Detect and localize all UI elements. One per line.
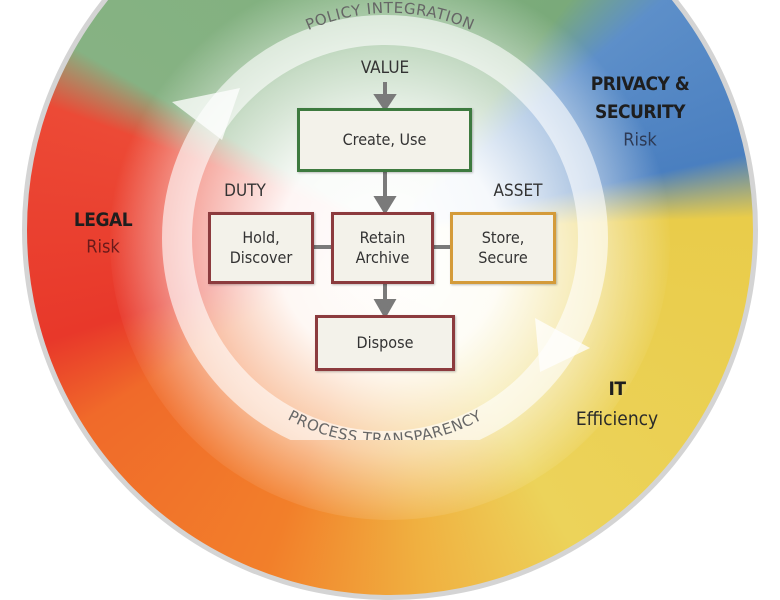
dispose-box: Dispose bbox=[315, 315, 455, 371]
it-efficiency: Efficiency bbox=[575, 408, 659, 430]
legal-risk: Risk bbox=[86, 236, 120, 258]
process-ring: POLICY INTEGRATION PROCESS TRANSPARENCY bbox=[162, 0, 608, 440]
privacy-title-1: PRIVACY & bbox=[590, 73, 690, 95]
retain-text: Retain bbox=[359, 228, 406, 247]
arrow-head-icon bbox=[373, 299, 397, 320]
duty-label: DUTY bbox=[224, 181, 266, 201]
asset-label: ASSET bbox=[493, 181, 543, 201]
process-transparency-label: PROCESS TRANSPARENCY bbox=[285, 406, 484, 440]
hold-text: Hold, bbox=[242, 228, 280, 247]
cycle-arrow-left-icon bbox=[172, 88, 240, 140]
arrow-head-icon bbox=[373, 94, 397, 112]
cycle-arrow-right-icon bbox=[535, 318, 590, 372]
archive-text: Archive bbox=[355, 248, 410, 267]
store-secure-box: Store,Secure bbox=[450, 212, 556, 284]
hold-discover-box: Hold,Discover bbox=[208, 212, 314, 284]
dispose-text: Dispose bbox=[356, 333, 414, 352]
cycle-ring bbox=[162, 15, 608, 440]
secure-text: Secure bbox=[478, 248, 528, 267]
privacy-risk: Risk bbox=[623, 129, 657, 151]
store-text: Store, bbox=[481, 228, 525, 247]
arrow-head-icon bbox=[373, 196, 397, 215]
discover-text: Discover bbox=[229, 248, 293, 267]
it-title: IT bbox=[608, 378, 626, 400]
legal-title: LEGAL bbox=[73, 209, 133, 231]
svg-text:PROCESS TRANSPARENCY: PROCESS TRANSPARENCY bbox=[285, 406, 485, 440]
value-label: VALUE bbox=[360, 58, 410, 78]
create-use-box: Create, Use bbox=[297, 108, 472, 172]
privacy-title-2: SECURITY bbox=[595, 101, 685, 123]
create-use-text: Create, Use bbox=[342, 130, 427, 149]
